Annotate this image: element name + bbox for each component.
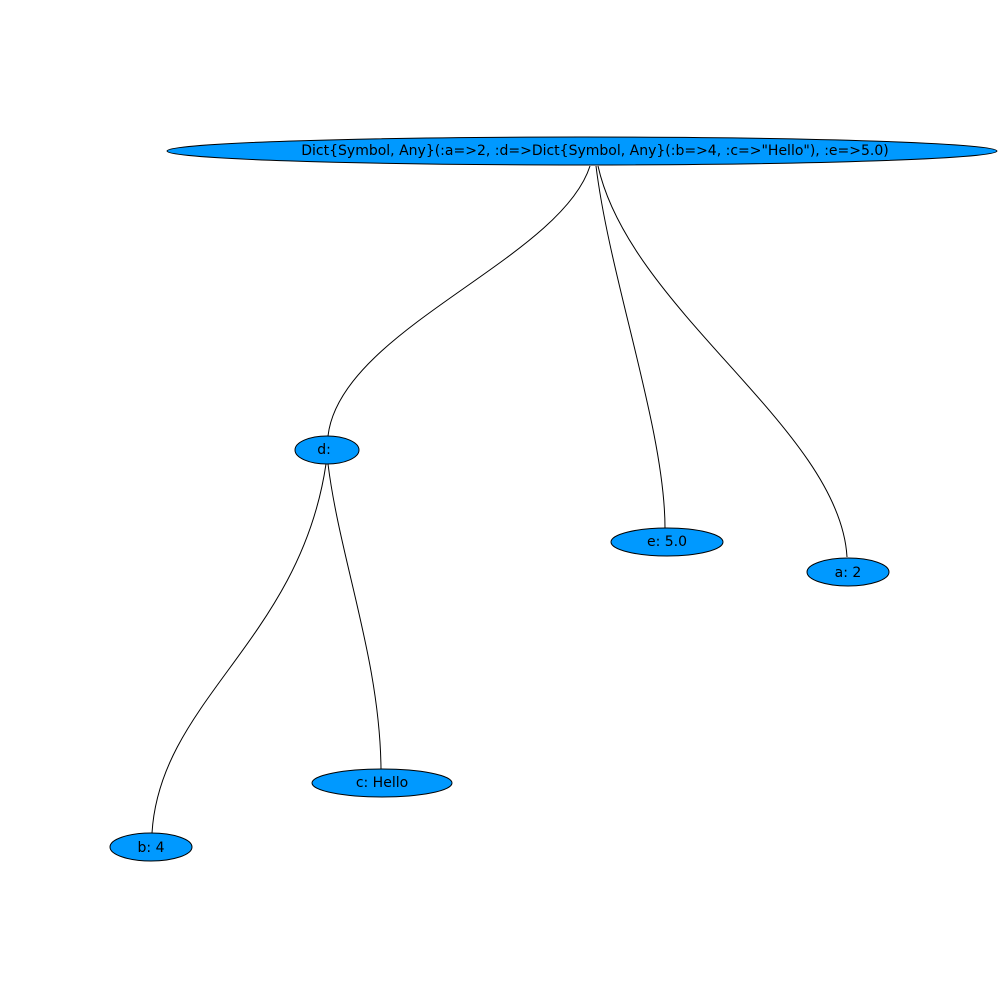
node-b-label: b: 4 xyxy=(138,840,165,856)
edge-root-e xyxy=(595,165,666,529)
node-root-shape xyxy=(166,136,998,166)
node-e-label: e: 5.0 xyxy=(647,534,687,550)
node-d-label: d: xyxy=(317,442,331,458)
node-b: b: 4 xyxy=(109,832,193,862)
edge-d-b xyxy=(151,463,327,834)
node-a-label: a: 2 xyxy=(835,565,862,581)
edges xyxy=(151,165,848,834)
node-root-label: Dict{Symbol, Any}(:a=>2, :d=>Dict{Symbol… xyxy=(301,143,888,159)
edge-d-c xyxy=(327,463,382,770)
node-a: a: 2 xyxy=(806,557,890,587)
node-c-shape xyxy=(311,768,453,798)
node-a-shape xyxy=(806,557,890,587)
node-d: d: xyxy=(294,435,360,465)
edge-root-d xyxy=(327,165,591,437)
node-e-shape xyxy=(610,527,724,557)
node-root: Dict{Symbol, Any}(:a=>2, :d=>Dict{Symbol… xyxy=(166,136,998,166)
node-c: c: Hello xyxy=(311,768,453,798)
node-d-shape xyxy=(294,435,360,465)
node-e: e: 5.0 xyxy=(610,527,724,557)
node-c-label: c: Hello xyxy=(356,775,408,791)
edge-root-a xyxy=(597,165,848,558)
node-b-shape xyxy=(109,832,193,862)
